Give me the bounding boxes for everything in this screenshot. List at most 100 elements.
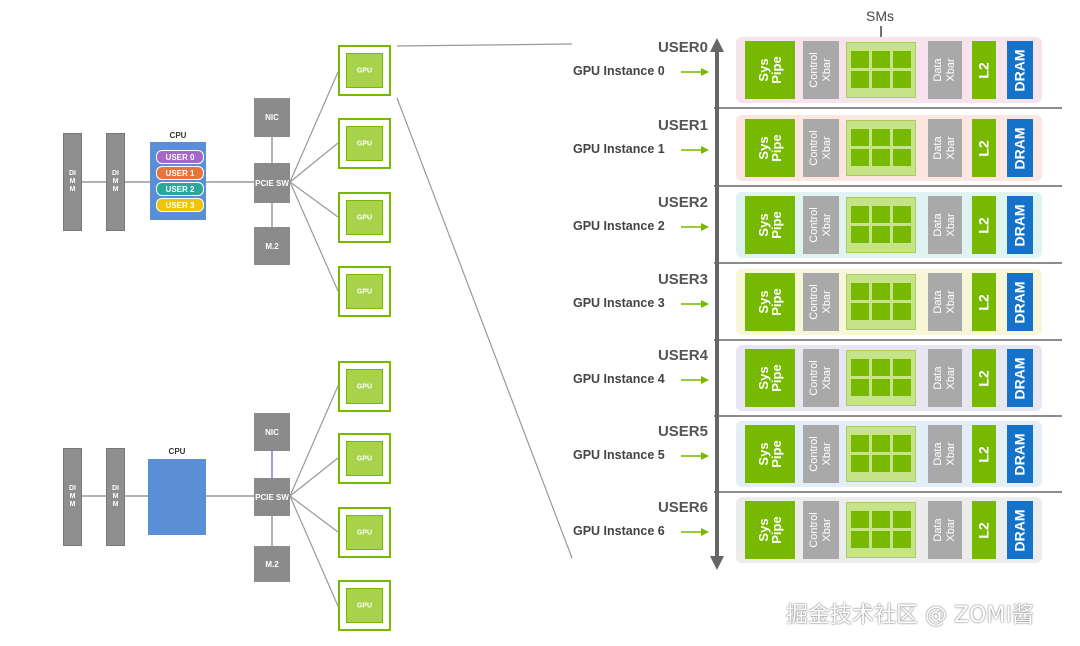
l2-cache-block: L2 (972, 425, 996, 483)
instance-label: GPU Instance 1 (573, 142, 665, 156)
sm-cell (893, 511, 911, 528)
user-label: USER4 (657, 347, 708, 364)
user-label: USER0 (657, 39, 708, 56)
m2-box: M.2 (254, 546, 290, 582)
user-pill: USER 3 (156, 198, 204, 212)
dram-label: DRAM (1011, 204, 1028, 246)
gpu-chip: GPU (338, 433, 391, 484)
user-label: USER5 (657, 423, 708, 440)
data-xbar-label: Data Xbar (932, 136, 957, 160)
sm-cell (851, 129, 869, 146)
user-pill-label: USER 1 (165, 168, 195, 178)
instance-arrow (681, 452, 709, 460)
l2-label: L2 (975, 293, 992, 311)
control-xbar-block: Control Xbar (803, 425, 839, 483)
sm-cell (893, 283, 911, 300)
l2-label: L2 (975, 216, 992, 234)
sys-pipe-label: Sys Pipe (756, 288, 784, 316)
control-xbar-block: Control Xbar (803, 501, 839, 559)
data-xbar-label: Data Xbar (932, 290, 957, 314)
l2-cache-block: L2 (972, 41, 996, 99)
user-label: USER3 (657, 271, 708, 288)
user-label: USER6 (657, 499, 708, 516)
dimm-label: DIMM (112, 170, 119, 193)
data-xbar-label: Data Xbar (932, 518, 957, 542)
sm-cell (872, 226, 890, 243)
cpu-block (148, 459, 206, 535)
user-pill: USER 2 (156, 182, 204, 196)
control-xbar-label: Control Xbar (808, 512, 833, 548)
instance-arrow (681, 146, 709, 154)
instance-label: GPU Instance 5 (573, 448, 665, 462)
l2-cache-block: L2 (972, 501, 996, 559)
nic-box: NIC (254, 413, 290, 451)
sm-cell (893, 359, 911, 376)
data-xbar-block: Data Xbar (928, 349, 962, 407)
sys-pipe-block: Sys Pipe (745, 119, 795, 177)
sm-cell (872, 435, 890, 452)
gpu-chip: GPU (338, 580, 391, 631)
sys-pipe-block: Sys Pipe (745, 501, 795, 559)
control-xbar-label: Control Xbar (808, 130, 833, 166)
control-xbar-label: Control Xbar (808, 360, 833, 396)
sys-pipe-block: Sys Pipe (745, 273, 795, 331)
dram-label: DRAM (1011, 357, 1028, 399)
user-pill-label: USER 0 (165, 152, 195, 162)
pcie-switch-box: PCIE SW (254, 478, 290, 516)
sm-cell (851, 149, 869, 166)
gpu-chip: GPU (338, 266, 391, 317)
instance-arrow (681, 223, 709, 231)
control-xbar-label: Control Xbar (808, 436, 833, 472)
sm-cell (851, 51, 869, 68)
dram-block: DRAM (1007, 196, 1033, 254)
user-pill: USER 1 (156, 166, 204, 180)
data-xbar-block: Data Xbar (928, 273, 962, 331)
dram-label: DRAM (1011, 433, 1028, 475)
sm-cell (893, 435, 911, 452)
gpu-label: GPU (356, 529, 373, 536)
sm-grid (846, 502, 916, 558)
sm-cell (872, 379, 890, 396)
sm-cell (893, 379, 911, 396)
sm-cell (872, 51, 890, 68)
dram-block: DRAM (1007, 41, 1033, 99)
sm-cell (872, 359, 890, 376)
dimm-label: DIMM (69, 485, 76, 508)
sm-cell (851, 531, 869, 548)
sys-pipe-label: Sys Pipe (756, 56, 784, 84)
data-xbar-block: Data Xbar (928, 196, 962, 254)
sm-cell (872, 531, 890, 548)
instance-label: GPU Instance 3 (573, 296, 665, 310)
sm-cell (893, 531, 911, 548)
sm-cell (851, 283, 869, 300)
sys-pipe-label: Sys Pipe (756, 364, 784, 392)
instance-label: GPU Instance 6 (573, 524, 665, 538)
sm-cell (893, 206, 911, 223)
watermark-text: 掘金技术社区 @ ZOMI酱 (786, 603, 1034, 628)
sm-cell (851, 303, 869, 320)
cpu-block: USER 0 USER 1 USER 2 USER 3 (150, 142, 206, 220)
sm-cell (893, 303, 911, 320)
l2-label: L2 (975, 445, 992, 463)
sm-cell (872, 206, 890, 223)
instance-label: GPU Instance 4 (573, 372, 665, 386)
gpu-chip: GPU (338, 507, 391, 558)
nic-box: NIC (254, 98, 290, 137)
sys-pipe-block: Sys Pipe (745, 349, 795, 407)
sm-cell (893, 226, 911, 243)
sm-cell (872, 455, 890, 472)
data-xbar-label: Data Xbar (932, 58, 957, 82)
control-xbar-label: Control Xbar (808, 207, 833, 243)
sm-cell (893, 71, 911, 88)
sys-pipe-label: Sys Pipe (756, 134, 784, 162)
control-xbar-block: Control Xbar (803, 273, 839, 331)
sm-cell (893, 149, 911, 166)
gpu-chip: GPU (338, 118, 391, 169)
gpu-chip: GPU (338, 45, 391, 96)
l2-cache-block: L2 (972, 349, 996, 407)
sm-cell (872, 283, 890, 300)
sm-grid (846, 42, 916, 98)
gpu-label: GPU (356, 455, 373, 462)
partition-arrow (710, 38, 724, 570)
dram-label: DRAM (1011, 49, 1028, 91)
